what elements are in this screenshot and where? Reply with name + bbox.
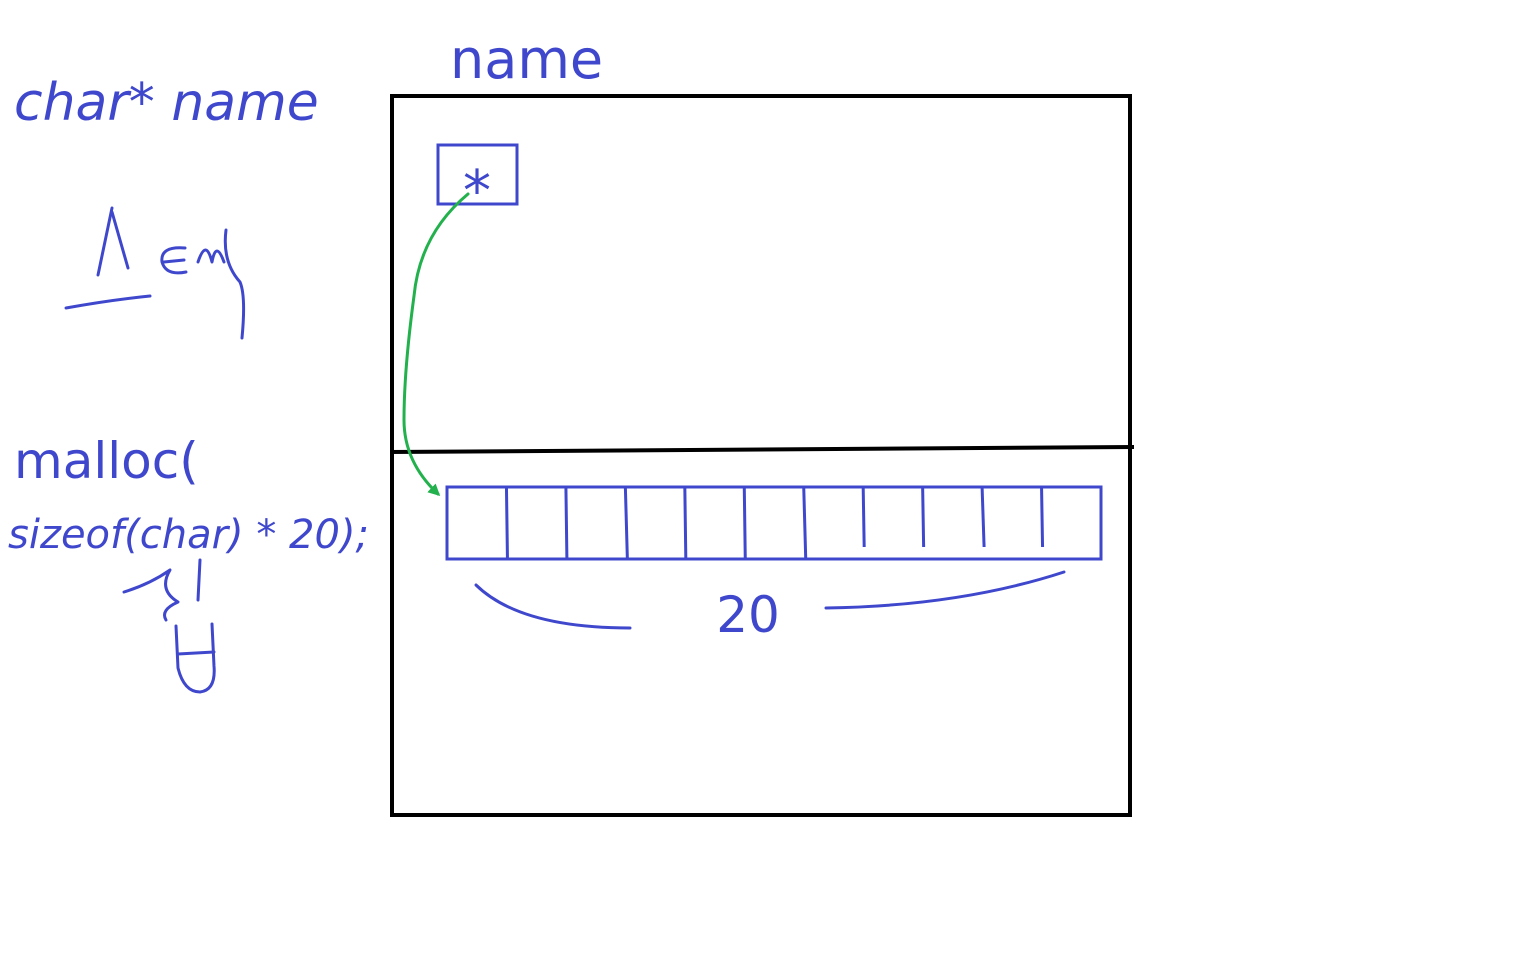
scribble-stroke: [174, 622, 216, 694]
handwritten-scribble-lower: [122, 558, 216, 694]
pointer-arrow: [402, 192, 470, 497]
array-cell-divider: [504, 486, 509, 560]
scribble-stroke: [176, 650, 216, 656]
array-size-brace-right: [824, 570, 1066, 610]
scribble-stroke: [110, 210, 130, 270]
array-outline: [445, 485, 1103, 561]
sizeof-expression-label: sizeof(char) * 20);: [8, 512, 369, 558]
array-cell-divider: [802, 486, 808, 560]
malloc-call-label: malloc(: [14, 432, 199, 490]
array-size-label: 20: [716, 586, 780, 644]
array-cell-dividers: [504, 486, 1045, 560]
scribble-stroke: [160, 246, 188, 275]
array-cell-divider: [683, 486, 688, 560]
array-size-brace-left: [474, 583, 632, 630]
handwritten-scribble: [64, 206, 246, 340]
array-cell-divider: [564, 486, 569, 560]
scribble-stroke: [96, 206, 114, 277]
scribble-stroke: [223, 228, 246, 340]
scribble-stroke: [196, 558, 202, 602]
pointer-symbol: *: [463, 159, 491, 224]
scribble-stroke: [64, 294, 152, 310]
array-cell-divider: [861, 486, 866, 548]
scribble-stroke: [162, 258, 186, 264]
scribble-stroke: [122, 568, 180, 622]
memory-name-label: name: [450, 28, 603, 91]
scribble-stroke: [196, 248, 226, 264]
heap-char-array: [445, 485, 1103, 561]
memory-frame: [390, 94, 1132, 817]
array-cell-divider: [742, 486, 747, 560]
declaration-label: char* name: [14, 73, 319, 133]
array-cell-divider: [980, 486, 986, 548]
stack-heap-divider: [389, 445, 1135, 454]
array-cell-divider: [921, 486, 926, 548]
array-cell-divider: [623, 486, 629, 560]
array-cell-divider: [1040, 486, 1045, 548]
pointer-box: [436, 143, 519, 206]
